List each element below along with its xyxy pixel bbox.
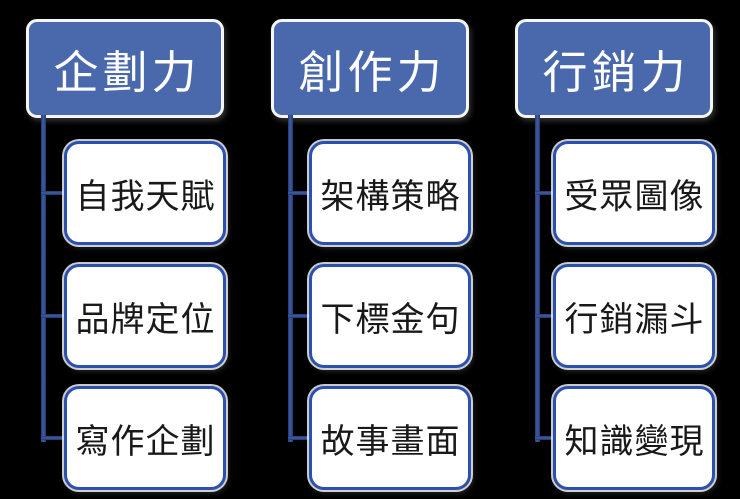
child-label: 受眾圖像 xyxy=(564,177,705,216)
header-label: 行銷力 xyxy=(542,47,690,98)
column-creation: 創作力 架構策略 下標金句 故事畫面 xyxy=(271,19,491,494)
child-box: 寫作企劃 xyxy=(64,386,226,490)
header-box-marketing: 行銷力 xyxy=(515,19,713,118)
column-marketing: 行銷力 受眾圖像 行銷漏斗 知識變現 xyxy=(515,19,735,494)
child-label: 知識變現 xyxy=(564,422,705,461)
connector-stub xyxy=(41,436,68,440)
child-box: 下標金句 xyxy=(309,264,471,368)
connector-stub xyxy=(41,314,68,318)
child-label: 下標金句 xyxy=(320,300,461,339)
connector-stub xyxy=(288,191,315,195)
connector-stub xyxy=(535,436,562,440)
child-label: 行銷漏斗 xyxy=(564,300,705,339)
child-box: 行銷漏斗 xyxy=(553,264,715,368)
connector-line xyxy=(535,115,540,442)
connector-stub xyxy=(535,314,562,318)
child-box: 故事畫面 xyxy=(309,386,471,490)
header-label: 創作力 xyxy=(298,47,446,98)
connector-stub xyxy=(535,191,562,195)
header-label: 企劃力 xyxy=(53,47,201,98)
child-label: 故事畫面 xyxy=(320,422,461,461)
child-box: 知識變現 xyxy=(553,386,715,490)
connector-stub xyxy=(41,191,68,195)
connector-line xyxy=(41,115,46,442)
child-box: 自我天賦 xyxy=(64,141,226,245)
child-label: 架構策略 xyxy=(320,177,461,216)
header-box-planning: 企劃力 xyxy=(26,19,224,118)
child-box: 架構策略 xyxy=(309,141,471,245)
connector-stub xyxy=(288,314,315,318)
child-box: 品牌定位 xyxy=(64,264,226,368)
connector-stub xyxy=(288,436,315,440)
connector-line xyxy=(288,115,293,442)
child-box: 受眾圖像 xyxy=(553,141,715,245)
child-label: 自我天賦 xyxy=(75,177,216,216)
child-label: 寫作企劃 xyxy=(75,422,216,461)
column-planning: 企劃力 自我天賦 品牌定位 寫作企劃 xyxy=(26,19,246,494)
child-label: 品牌定位 xyxy=(75,300,216,339)
header-box-creation: 創作力 xyxy=(271,19,469,118)
